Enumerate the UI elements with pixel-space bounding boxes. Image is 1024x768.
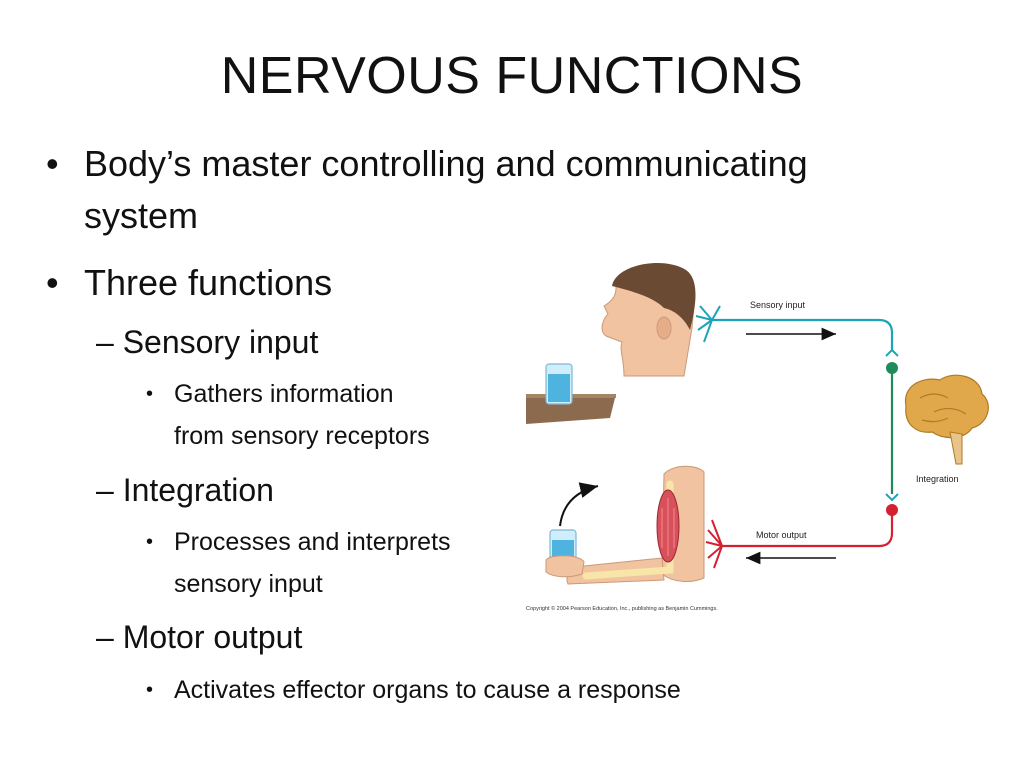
synapse-icon [885,493,899,502]
bullet-text: Body’s master controlling and communicat… [84,143,808,184]
integration-dot-icon [886,362,898,374]
curved-motion-arrow [559,482,599,527]
detail-text: from sensory receptors [174,422,430,450]
detail-text: Gathers information [174,380,394,408]
bullet-dot: • [146,531,154,553]
bullet-dot: • [146,383,154,405]
sub-bullet-motor-output: – Motor output [96,619,303,655]
bullet-text-cont: system [84,195,199,236]
sensory-pathway [712,318,894,350]
motor-nerve-endings-icon [705,519,723,569]
bullet-dot: • [46,143,59,184]
slide-title: NERVOUS FUNCTIONS [220,47,804,105]
sensory-nerve-endings-icon [695,305,721,343]
sensory-input-label: Sensory input [750,300,806,310]
bullet-dot: • [46,262,59,303]
nervous-system-diagram: Sensory input Motor output Integration C… [526,263,989,612]
arm-illustration [566,465,705,585]
motor-dot-icon [886,504,898,516]
detail-text: sensory input [174,570,323,598]
detail-text: Processes and interprets [174,528,451,556]
glass-in-hand [545,529,585,578]
bullet-dot: • [146,679,154,701]
sub-bullet-integration: – Integration [96,472,274,508]
motor-pathway [722,516,894,548]
brain-icon [904,374,989,465]
sub-bullet-sensory-input: – Sensory input [96,324,319,360]
detail-text: Activates effector organs to cause a res… [174,676,681,704]
copyright-notice: Copyright © 2004 Pearson Education, Inc.… [526,605,718,612]
bullet-text: Three functions [84,262,333,303]
integration-label: Integration [916,474,959,484]
glass-on-table [526,363,616,424]
motor-output-label: Motor output [756,530,807,540]
head-illustration [601,263,696,377]
synapse-icon [885,348,899,357]
